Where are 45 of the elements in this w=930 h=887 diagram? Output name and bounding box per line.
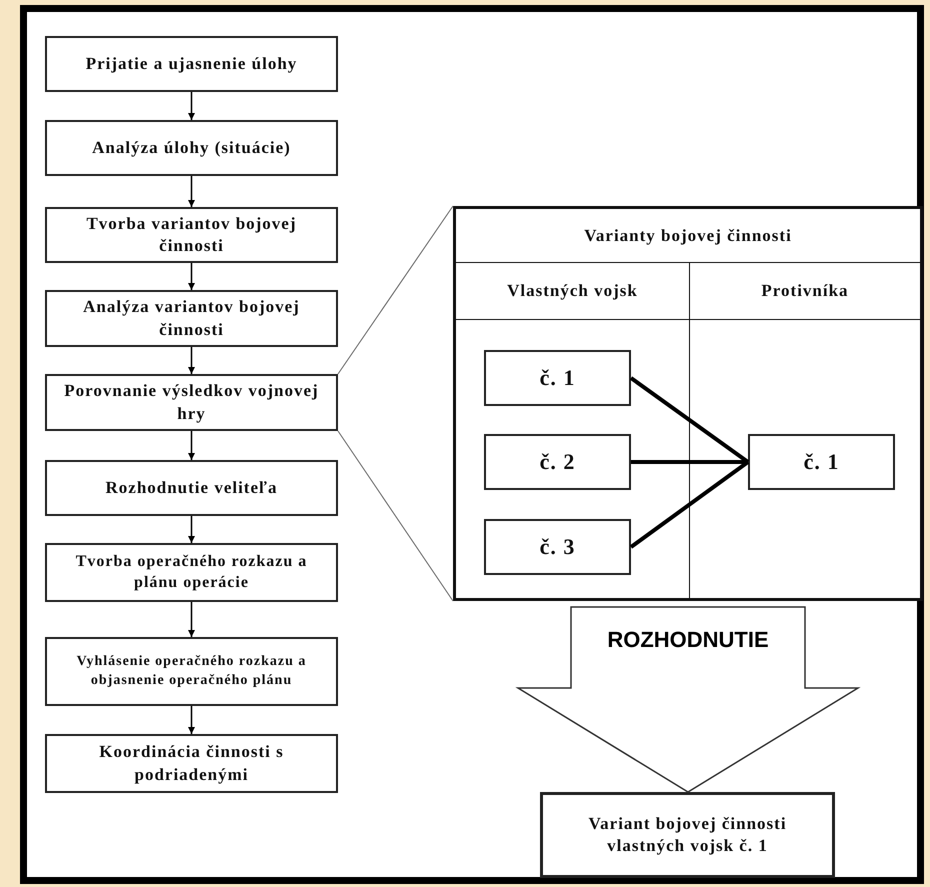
process-box — [45, 637, 338, 706]
process-box — [540, 792, 835, 878]
box-label: Analýza úlohy (situácie) — [92, 136, 291, 159]
box-label: Rozhodnutie veliteľa — [106, 476, 278, 499]
box-label: Koordinácia činnosti s podriadenými — [98, 741, 285, 786]
arrow — [188, 263, 195, 290]
process-box — [45, 120, 338, 176]
process-box — [45, 543, 338, 602]
box-label: Vyhlásenie operačného rozkazu a objasnenie operačného plánu — [76, 653, 308, 690]
box-label: Tvorba variantov bojovej činnosti — [85, 212, 298, 257]
process-box — [45, 207, 338, 263]
variant-box — [484, 434, 631, 490]
comparison-table — [453, 206, 923, 601]
zoom-line — [338, 206, 454, 374]
process-box — [45, 374, 338, 431]
column-header: Protivníka — [690, 263, 920, 320]
process-box — [45, 734, 338, 793]
box-label: č. 3 — [540, 532, 576, 561]
box-label: Prijatie a ujasnenie úlohy — [86, 52, 298, 75]
arrow — [188, 347, 195, 374]
arrow — [188, 602, 195, 637]
box-label: č. 2 — [540, 448, 576, 476]
block-arrow — [515, 606, 861, 793]
process-box — [45, 36, 338, 92]
arrow — [188, 176, 195, 207]
process-box — [45, 460, 338, 516]
arrow — [188, 706, 195, 734]
arrow — [188, 516, 195, 543]
box-label: Porovnanie výsledkov vojnovej hry — [63, 380, 320, 425]
table-column — [689, 263, 920, 598]
zoom-line — [338, 430, 454, 602]
edge-label: ROZHODNUTIE — [606, 627, 770, 653]
arrow — [188, 431, 195, 460]
variant-box — [748, 434, 895, 490]
table-title: Varianty bojovej činnosti — [456, 209, 920, 263]
box-label: Variant bojovej činnosti vlastných vojsk č. 1 — [587, 812, 788, 857]
box-label: Analýza variantov bojovej činnosti — [82, 296, 301, 340]
variant-box — [484, 519, 631, 575]
box-label: č. 1 — [804, 448, 840, 476]
arrow — [188, 92, 195, 120]
variant-box — [484, 350, 631, 406]
process-box — [45, 290, 338, 347]
column-header: Vlastných vojsk — [456, 263, 689, 320]
box-label: č. 1 — [540, 364, 576, 392]
box-label: Tvorba operačného rozkazu a plánu operácie — [74, 552, 308, 592]
